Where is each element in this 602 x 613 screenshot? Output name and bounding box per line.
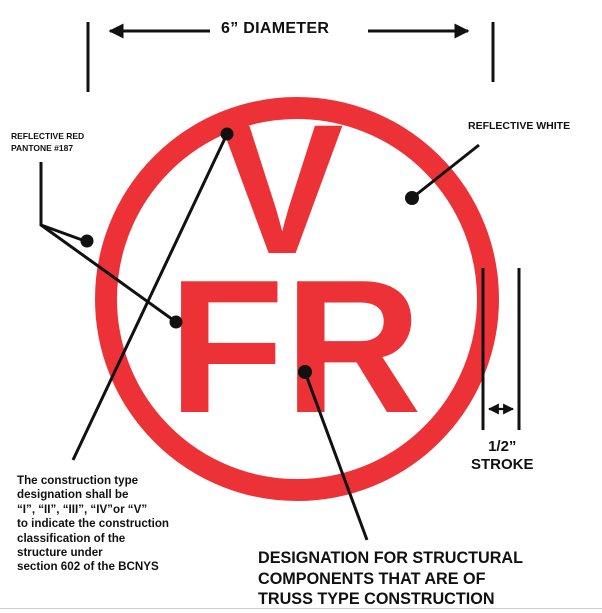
construction-type-note: The construction type designation shall … xyxy=(17,474,169,575)
truss-designation-callout-dot xyxy=(298,365,312,379)
stroke-word: STROKE xyxy=(471,456,534,473)
construction-type-leader xyxy=(71,133,229,461)
page-bottom-rule xyxy=(0,608,602,609)
pantone-code-line: PANTONE #187 xyxy=(11,143,74,153)
construction-type-line: “I”, “II”, “III”, “IV”or “V” xyxy=(17,502,148,516)
white-leader xyxy=(411,143,480,200)
construction-type-line: The construction type xyxy=(17,474,139,487)
truss-designation-leader xyxy=(303,371,369,541)
red-letter-callout-dot xyxy=(169,315,183,329)
construction-type-line: designation shall be xyxy=(17,488,129,502)
truss-designation-line: COMPONENTS THAT ARE OF xyxy=(258,569,486,588)
truss-designation-line: DESIGNATION FOR STRUCTURAL xyxy=(258,549,523,567)
reflective-red-label: REFLECTIVE RED PANTONE #187 xyxy=(11,130,84,154)
red-leader-letters xyxy=(40,223,177,324)
stroke-width-label: 1/2” STROKE xyxy=(471,438,534,474)
construction-type-line: to indicate the construction xyxy=(17,517,170,531)
diameter-label: 6” DIAMETER xyxy=(221,20,330,37)
sign-red-ring xyxy=(95,97,499,501)
reflective-red-line: REFLECTIVE RED xyxy=(11,131,85,141)
sign-letters-fr: FR xyxy=(168,241,421,453)
construction-type-line: structure under xyxy=(17,546,103,560)
truss-designation-note: DESIGNATION FOR STRUCTURAL COMPONENTS TH… xyxy=(258,548,523,610)
construction-type-callout-dot xyxy=(220,127,234,141)
white-field-callout-dot xyxy=(405,191,419,205)
construction-type-line: classification of the xyxy=(17,531,126,545)
reflective-white-label: REFLECTIVE WHITE xyxy=(468,120,571,132)
red-ring-callout-dot xyxy=(80,234,94,248)
truss-designation-line: TRUSS TYPE CONSTRUCTION xyxy=(258,590,495,608)
construction-type-line: section 602 of the BCNYS xyxy=(17,560,159,574)
sign-letter-v: V xyxy=(220,87,343,293)
stroke-width-value: 1/2” xyxy=(488,438,517,455)
